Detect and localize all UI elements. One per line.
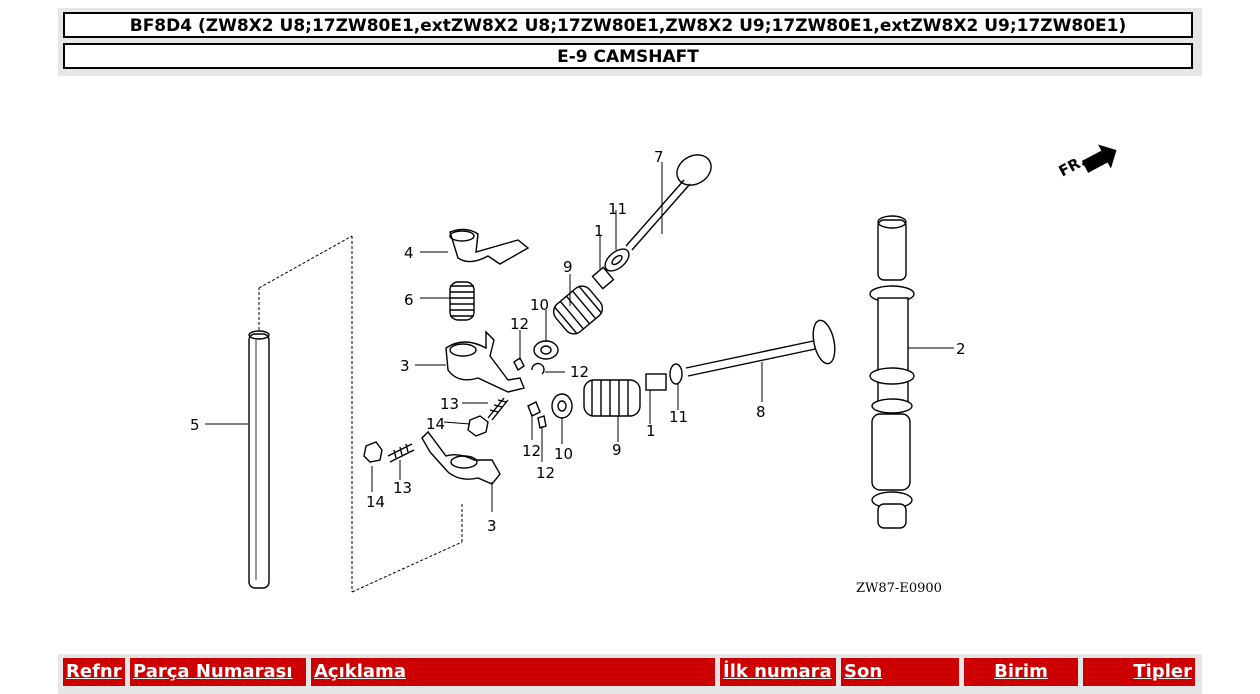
part-9-spring-upper [552,285,604,335]
part-5-rocker-shaft [248,330,270,589]
front-label: FR. [1056,152,1089,181]
column-part-number[interactable]: Parça Numarası [130,658,306,686]
part-12-cotter-lower-a [527,401,541,417]
column-description[interactable]: Açıklama [311,658,715,686]
part-3-rocker-arm-upper [445,330,525,393]
callout-12: 12 [570,363,589,381]
camshaft-exploded-view: 7 11 1 9 4 6 10 12 12 3 13 14 5 14 13 3 … [190,144,1117,596]
part-12-cotter-upper [531,362,545,375]
title-panel: BF8D4 (ZW8X2 U8;17ZW80E1,extZW8X2 U8;17Z… [58,8,1202,76]
model-title: BF8D4 (ZW8X2 U8;17ZW80E1,extZW8X2 U8;17Z… [63,12,1193,38]
callout-12: 12 [536,464,555,482]
part-11-seal-upper [604,248,630,272]
callout-10: 10 [530,296,549,314]
part-2-camshaft [869,215,915,529]
part-1-guide-lower [645,373,667,391]
callout-9: 9 [612,441,622,459]
part-11-seal-lower [669,363,683,385]
part-10-retainer-upper [533,340,559,360]
part-10-retainer-lower [551,393,573,419]
callout-1: 1 [646,422,656,440]
part-14-nut-upper [467,415,489,437]
callout-11: 11 [669,408,688,426]
callout-3: 3 [487,517,497,535]
part-4-rocker-arm [449,228,530,265]
column-unit[interactable]: Birim [964,658,1078,686]
part-14-nut-lower [363,441,383,463]
column-last[interactable]: Son [841,658,959,686]
parts-table-header: Refnr Parça Numarası Açıklama İlk numara… [58,654,1202,694]
part-13-adjuster-lower [387,443,415,463]
callout-10: 10 [554,445,573,463]
front-arrow-icon [1081,144,1117,173]
callout-3: 3 [400,357,410,375]
callout-9: 9 [563,258,573,276]
column-types[interactable]: Tipler [1083,658,1195,686]
part-6-spring [449,281,475,321]
callout-12: 12 [510,315,529,333]
callout-14: 14 [366,493,385,511]
callout-13: 13 [440,395,459,413]
column-first-number[interactable]: İlk numara [720,658,836,686]
part-12-cotter-lower-b [537,415,547,429]
part-1-guide-upper [591,266,615,290]
callout-7: 7 [654,148,664,166]
section-title: E-9 CAMSHAFT [63,43,1193,69]
callout-8: 8 [756,403,766,421]
part-7-exhaust-valve [625,154,712,251]
callout-13: 13 [393,479,412,497]
parts-diagram: 7 11 1 9 4 6 10 12 12 3 13 14 5 14 13 3 … [0,80,1260,640]
callout-12: 12 [522,442,541,460]
callout-14: 14 [426,415,445,433]
part-8-intake-valve [685,319,836,377]
callout-2: 2 [956,340,966,358]
callout-5: 5 [190,416,200,434]
part-12-cotter [513,356,525,372]
part-3-rocker-arm-lower [421,430,501,485]
callout-4: 4 [404,244,414,262]
part-13-adjuster-upper [487,397,509,421]
callout-11: 11 [608,200,627,218]
callout-1: 1 [594,222,604,240]
part-9-spring-lower [583,379,641,417]
callout-6: 6 [404,291,414,309]
diagram-code: ZW87-E0900 [856,581,942,596]
column-refnr[interactable]: Refnr [63,658,125,686]
